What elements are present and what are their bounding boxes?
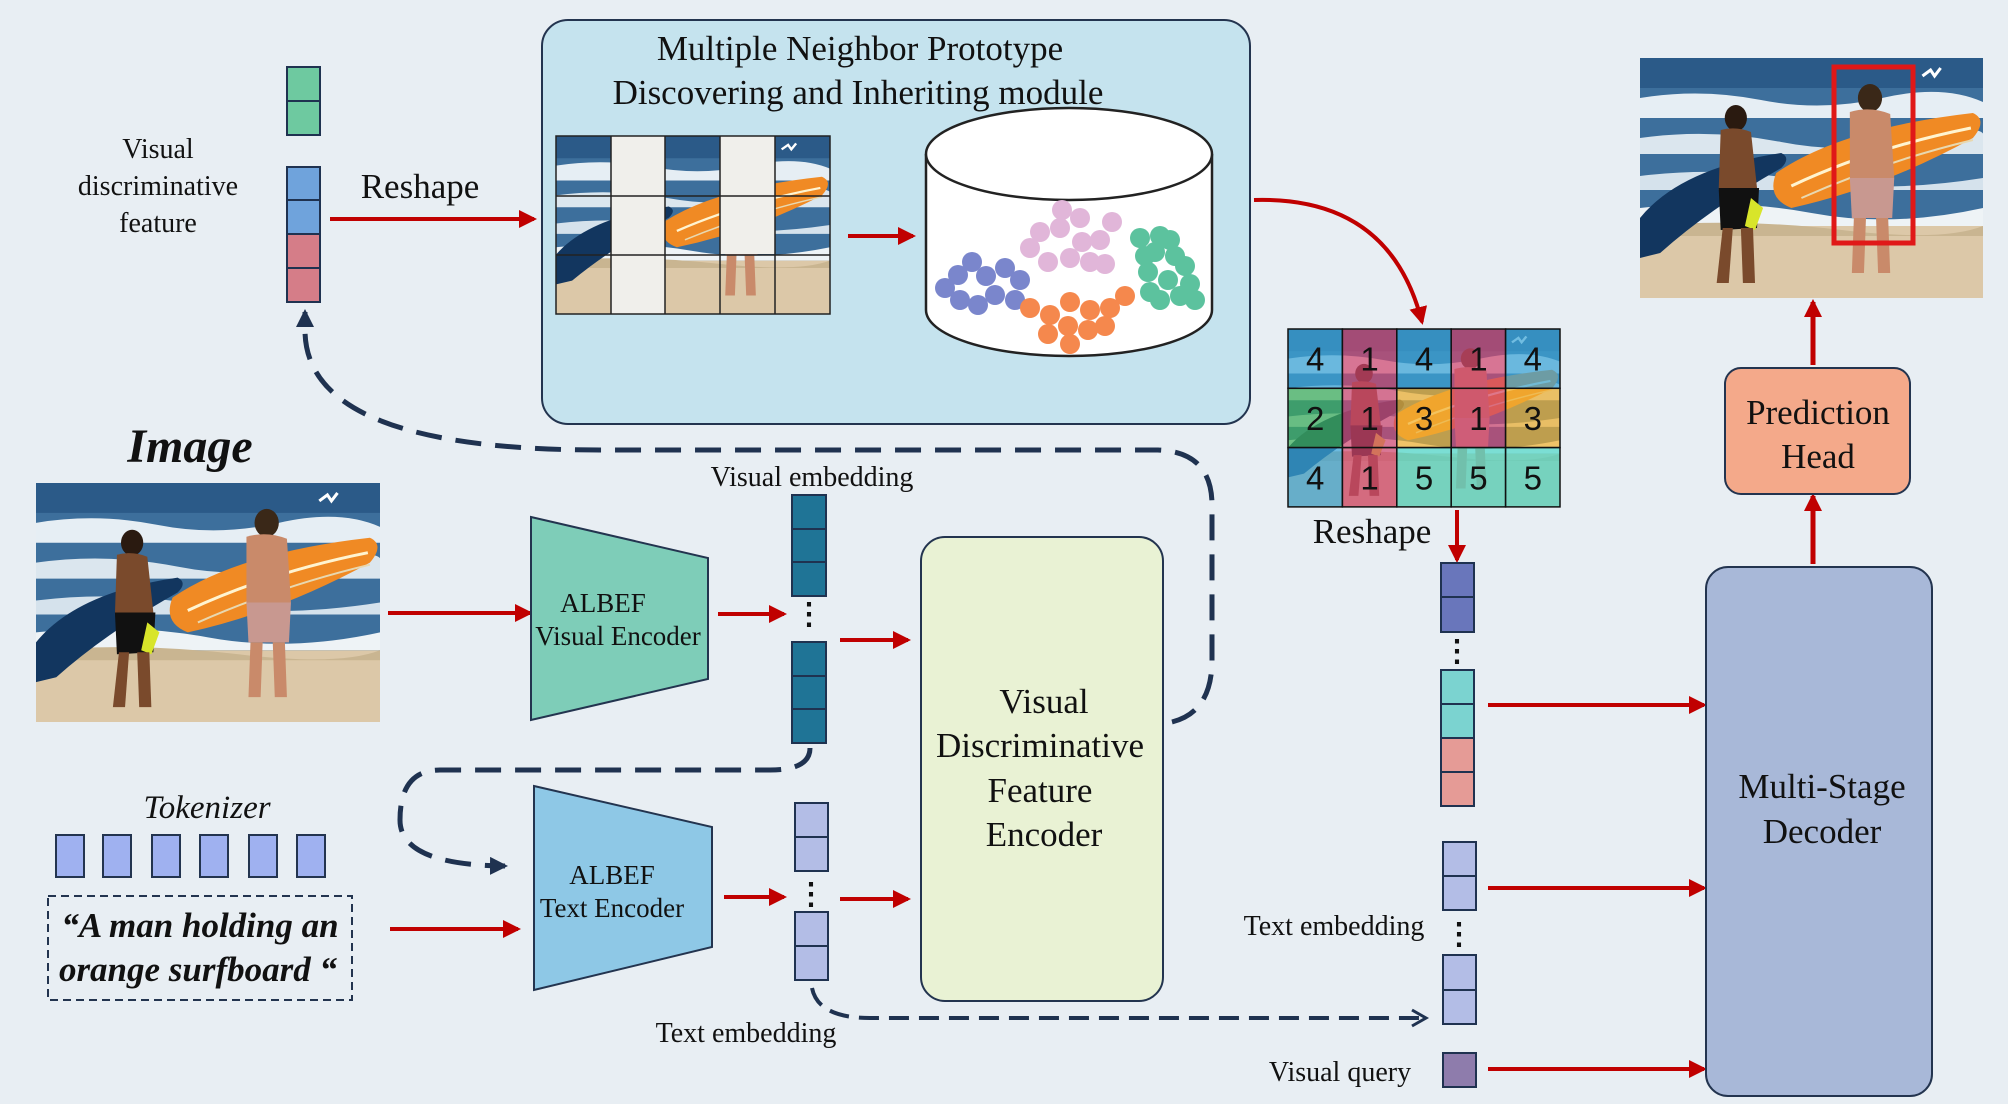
- tokenizer-label: Tokenizer: [143, 790, 270, 826]
- svg-text:⋮: ⋮: [1444, 918, 1474, 951]
- tokenizer-tokens: [55, 834, 326, 878]
- caption-line1: “A man holding an: [61, 906, 338, 945]
- visual-query-label: Visual query: [1269, 1057, 1411, 1088]
- prediction-head-line1: Prediction: [1746, 393, 1890, 432]
- text-encoder-trapezoid: [533, 784, 713, 992]
- visual-encoder-label-line1: ALBEF: [560, 588, 646, 618]
- input-image: [36, 483, 380, 722]
- image-title: Image: [126, 420, 252, 473]
- grid-cell-number: 1: [1469, 341, 1487, 378]
- reshape-right-label: Reshape: [1313, 512, 1432, 551]
- grid-cell-number: 1: [1469, 400, 1487, 437]
- grid-cell: [1396, 328, 1452, 390]
- grid-cell: [1450, 387, 1507, 449]
- caption-box: [47, 895, 353, 1001]
- text-embedding-right-stack: ⋮: [1442, 841, 1477, 1025]
- feature-encoder-line2: Discriminative: [936, 726, 1144, 765]
- visual-feature-token-stack: [286, 166, 321, 303]
- reshape-top-label: Reshape: [361, 167, 480, 206]
- visual-feature-label-line2: discriminative: [78, 171, 238, 202]
- text-embedding-right-label: Text embedding: [1244, 911, 1425, 942]
- feature-encoder-line4: Encoder: [986, 815, 1103, 854]
- feature-encoder-line1: Visual: [999, 682, 1089, 721]
- svg-text:⋮: ⋮: [1442, 635, 1472, 668]
- decoder-label-line2: Decoder: [1763, 812, 1882, 851]
- grid-cell: [1341, 328, 1398, 390]
- prototype-token-stack: ⋮: [1440, 562, 1475, 807]
- prediction-head-line2: Head: [1781, 437, 1855, 476]
- text-embedding-bottom-label: Text embedding: [656, 1018, 837, 1049]
- svg-text:⋮: ⋮: [794, 598, 824, 631]
- grid-cell: [1450, 446, 1507, 508]
- prediction-bounding-box: [1831, 64, 1916, 246]
- grid-cell-number: 1: [1360, 341, 1378, 378]
- output-image: [1640, 58, 1983, 298]
- visual-query-token: [1442, 1052, 1477, 1088]
- dashed-visual-to-text-encoder: [397, 747, 813, 875]
- grid-cell: [1341, 446, 1398, 508]
- grid-cell-number: 1: [1360, 459, 1378, 496]
- module-title-line2: Discovering and Inheriting module: [613, 73, 1104, 112]
- grid-cell-number: 4: [1306, 341, 1324, 378]
- grid-cell-number: 3: [1524, 400, 1542, 437]
- visual-feature-label-line3: feature: [119, 208, 197, 239]
- grid-cell: [1287, 387, 1344, 449]
- text-embedding-stack: ⋮: [794, 802, 829, 981]
- grid-cell-number: 3: [1415, 400, 1433, 437]
- visual-encoder-trapezoid: [530, 515, 709, 722]
- feature-encoder-box: [920, 536, 1164, 1002]
- feature-encoder-line3: Feature: [988, 771, 1093, 810]
- module-title-line1: Multiple Neighbor Prototype: [657, 29, 1063, 68]
- prototype-clusters: [935, 200, 1205, 354]
- grid-cell-number: 2: [1306, 400, 1324, 437]
- masked-patch-image: [555, 135, 831, 315]
- grid-cell: [1504, 387, 1561, 449]
- visual-encoder-label-line2: Visual Encoder: [535, 621, 701, 651]
- prediction-head-box: [1724, 367, 1911, 495]
- grid-cell-number: 4: [1524, 341, 1542, 378]
- text-encoder-label-line1: ALBEF: [569, 860, 655, 890]
- svg-text:⋮: ⋮: [796, 878, 826, 911]
- caption-line2: orange surfboard “: [59, 950, 338, 989]
- dashed-text-to-decoder-embedding: [810, 987, 1430, 1028]
- text-encoder-label-line2: Text Encoder: [540, 893, 684, 923]
- visual-embedding-label: Visual embedding: [711, 462, 914, 493]
- grid-cell: [1504, 446, 1561, 508]
- single-feature-token: [286, 66, 321, 136]
- dashed-loop-vdfe-to-feature: [296, 309, 1215, 725]
- decoder-box: [1705, 566, 1933, 1097]
- grid-cell-number: 5: [1524, 459, 1542, 496]
- grid-cell-number: 1: [1360, 400, 1378, 437]
- grid-cell: [1450, 328, 1507, 390]
- grid-cell-number: 5: [1469, 459, 1487, 496]
- grid-cell-number: 5: [1415, 459, 1433, 496]
- arrow-module-to-grid: [1253, 197, 1428, 325]
- decoder-label-line1: Multi-Stage: [1738, 767, 1905, 806]
- visual-embedding-stack: ⋮: [791, 494, 827, 744]
- grid-cell-number: 4: [1306, 459, 1324, 496]
- visual-feature-label-line1: Visual: [122, 134, 194, 165]
- grid-cell-number: 4: [1415, 341, 1433, 378]
